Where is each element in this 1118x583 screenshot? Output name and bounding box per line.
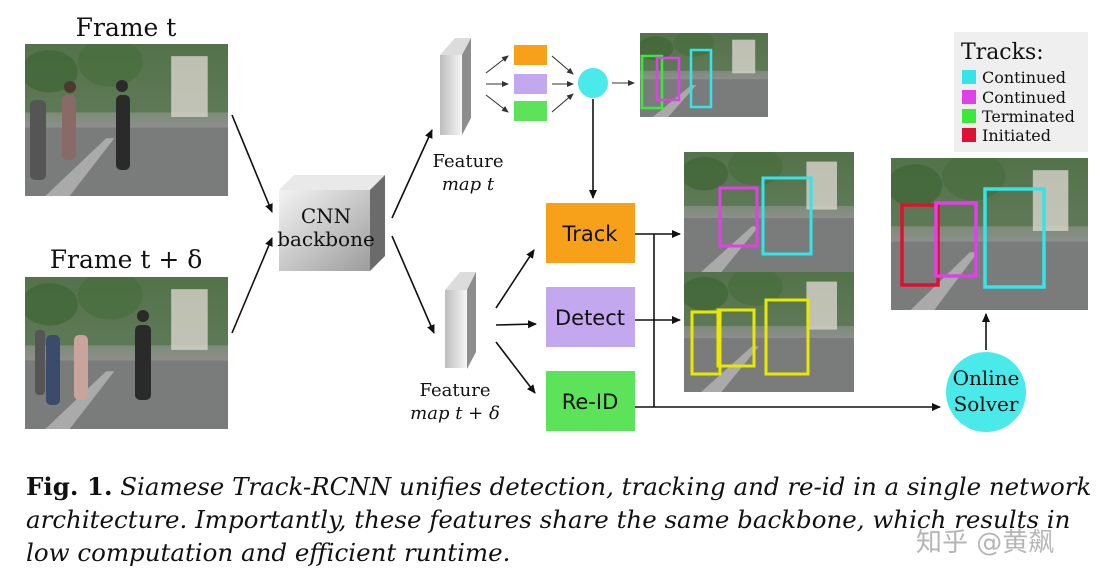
arrow-fmap-td-to-detect: [495, 320, 537, 329]
small-reid-box: [514, 101, 547, 121]
legend-swatch-1: [962, 90, 976, 104]
arrow-fmap-td-to-track: [495, 249, 535, 309]
frame-t-delta-image: [25, 277, 228, 429]
final-output-image: [891, 158, 1088, 310]
watermark: 知乎 @黄飙: [916, 528, 1055, 558]
small-track-box: [514, 45, 547, 65]
arrow-fmap-to-small-green: [485, 94, 509, 113]
detect-output-image: [684, 272, 854, 392]
cnn-backbone-block: [279, 175, 385, 271]
detect-head-box: [546, 287, 635, 347]
legend-swatch-2: [962, 109, 976, 123]
caption-prefix: Fig. 1.: [26, 472, 113, 501]
diagram: Frame t Frame t + δ CNN backbone: [25, 13, 1088, 432]
detect-head-label: Detect: [555, 306, 625, 330]
legend-swatch-3: [962, 128, 976, 142]
legend-item-1: Continued: [982, 88, 1066, 107]
solver-label-1: Online: [953, 366, 1020, 390]
small-output-image: [640, 33, 768, 117]
legend-item-0: Continued: [982, 68, 1066, 87]
figure-caption: Fig. 1. Siamese Track-RCNN unifies detec…: [26, 470, 1106, 569]
track-output-image: [684, 152, 854, 272]
fmap-t-label-1: Feature: [433, 151, 504, 172]
track-head-box: [546, 203, 635, 263]
online-solver-node: [946, 352, 1026, 432]
arrow-small-green-to-node: [551, 93, 574, 113]
feature-map-t-slab: [440, 38, 471, 135]
backbone-label-1: CNN: [301, 204, 351, 228]
track-head-label: Track: [562, 222, 619, 246]
reid-head-label: Re-ID: [562, 390, 619, 414]
arrow-frame-td-to-backbone: [231, 237, 273, 334]
arrow-backbone-to-fmap-t: [391, 129, 433, 219]
tracks-legend: Tracks: Continued Continued Terminated I…: [954, 32, 1088, 152]
solver-label-2: Solver: [954, 392, 1019, 416]
backbone-label-2: backbone: [277, 227, 375, 251]
caption-text: Siamese Track-RCNN unifies detection, tr…: [26, 472, 1092, 567]
legend-item-2: Terminated: [982, 107, 1075, 126]
fmap-td-label-1: Feature: [420, 380, 491, 401]
arrow-fmap-to-small-orange: [485, 55, 509, 74]
fmap-td-label-2: map t + δ: [410, 403, 500, 424]
frame-t-image: [25, 44, 228, 196]
arrow-small-orange-to-node: [551, 55, 574, 75]
small-solver-node: [578, 68, 608, 98]
fmap-t-label-2: map t: [442, 174, 495, 195]
legend-item-3: Initiated: [982, 126, 1051, 145]
legend-swatch-0: [962, 70, 976, 84]
legend-title: Tracks:: [961, 40, 1044, 65]
frame-t-label: Frame t: [76, 13, 177, 42]
frame-t-delta-label: Frame t + δ: [50, 245, 203, 274]
arrow-fmap-td-to-reid: [495, 341, 536, 394]
small-detect-box: [514, 74, 547, 94]
arrow-backbone-to-fmap-td: [391, 235, 435, 334]
arrow-frame-t-to-backbone: [231, 114, 273, 213]
feature-map-td-slab: [445, 272, 476, 369]
reid-head-box: [546, 371, 635, 431]
